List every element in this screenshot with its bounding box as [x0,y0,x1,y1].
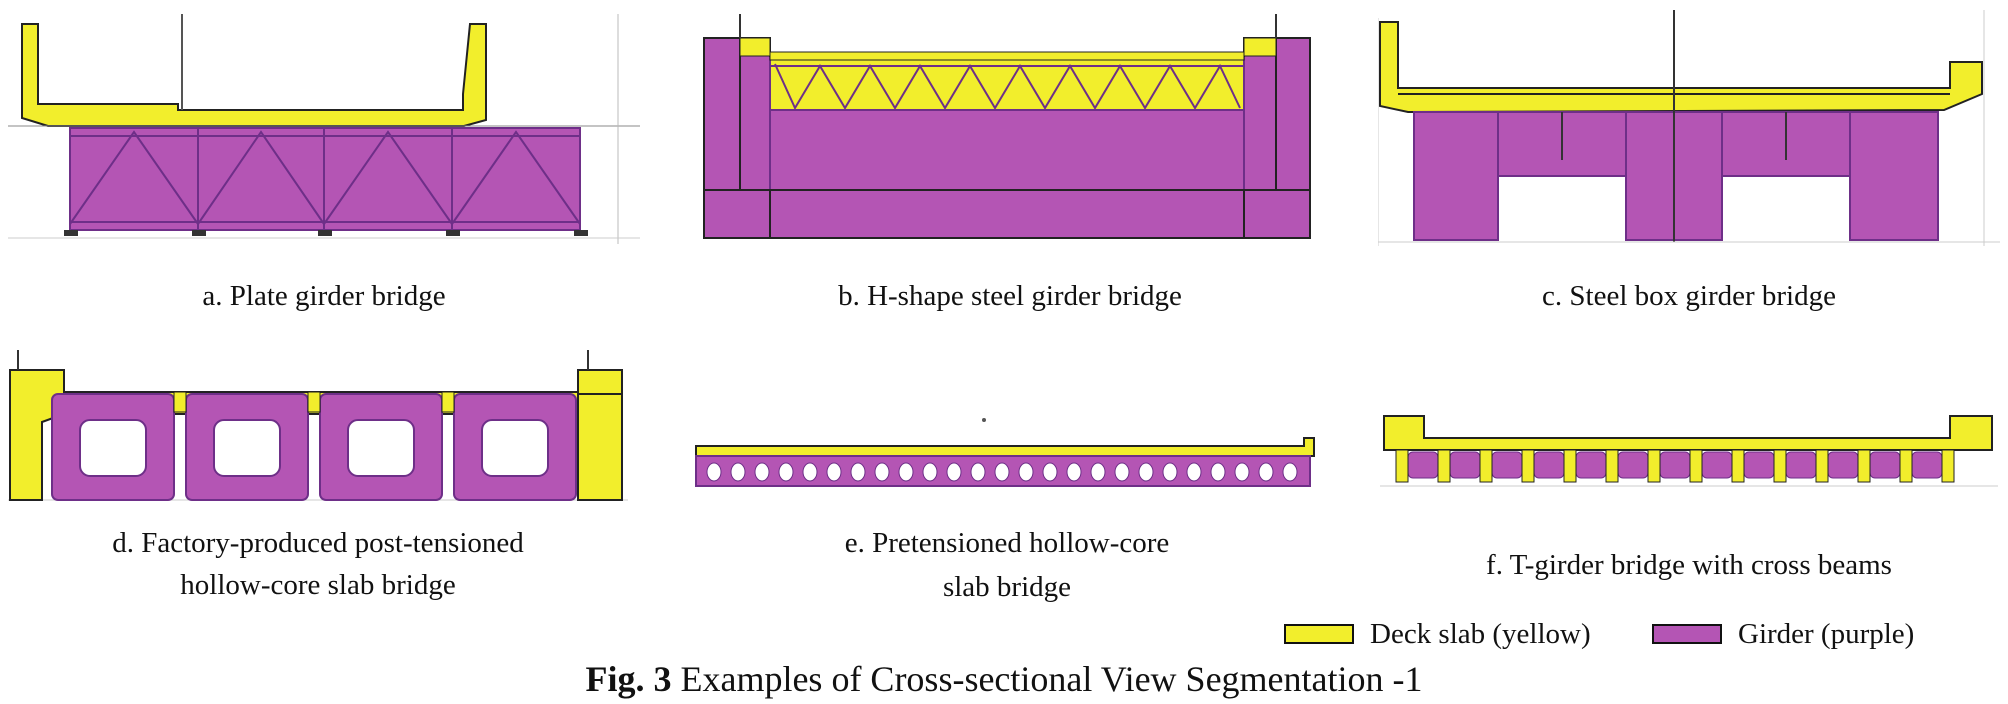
figure-caption-text: Examples of Cross-sectional View Segment… [671,659,1423,699]
caption-e-line2: slab bridge [942,571,1072,603]
legend-item-girder: Girder (purple) [1652,614,1914,654]
post-tensioned-hollow-core-diagram [8,350,628,522]
plate-girder-diagram [8,14,640,244]
legend-label-deck-slab: Deck slab (yellow) [1370,617,1591,650]
figure-caption-prefix: Fig. 3 [585,659,672,699]
caption-c: c. Steel box girder bridge [1542,280,1836,312]
caption-b: b. H-shape steel girder bridge [838,280,1182,312]
panel-f-t-girder-bridge-with-cross-beams [1380,406,1998,496]
legend-item-deck-slab: Deck slab (yellow) [1284,614,1591,654]
t-girder-diagram [1380,406,1998,496]
legend-label-girder: Girder (purple) [1738,617,1915,650]
box-girder-diagram [1378,10,2000,246]
hollow-cores-e [706,462,1298,482]
deck-slab-c [1379,21,1983,114]
panel-c-steel-box-girder-bridge [1378,10,2000,246]
h-shape-girder-diagram [700,14,1320,246]
panel-b-h-shape-steel-girder-bridge [700,14,1320,246]
girder-b [769,109,1245,197]
caption-e-line1: e. Pretensioned hollow-core [844,527,1170,559]
panel-d-post-tensioned-hollow-core-slab-bridge [8,350,628,522]
caption-d-line2: hollow-core slab bridge [180,569,456,601]
figure-caption: Fig. 3 Examples of Cross-sectional View … [0,656,2008,702]
deck-slab-f [1383,415,1993,451]
legend-swatch-girder [1652,624,1722,644]
caption-f: f. T-girder bridge with cross beams [1486,549,1892,581]
caption-a: a. Plate girder bridge [202,280,446,312]
panel-a-plate-girder-bridge [8,14,640,244]
caption-d-line1: d. Factory-produced post-tensioned [112,527,524,559]
girder-c [1413,111,1939,241]
pretensioned-hollow-core-diagram [694,410,1320,490]
legend-swatch-deck-slab [1284,624,1354,644]
truss-bracing-b [770,63,1244,111]
panel-e-pretensioned-hollow-core-slab-bridge [694,410,1320,490]
